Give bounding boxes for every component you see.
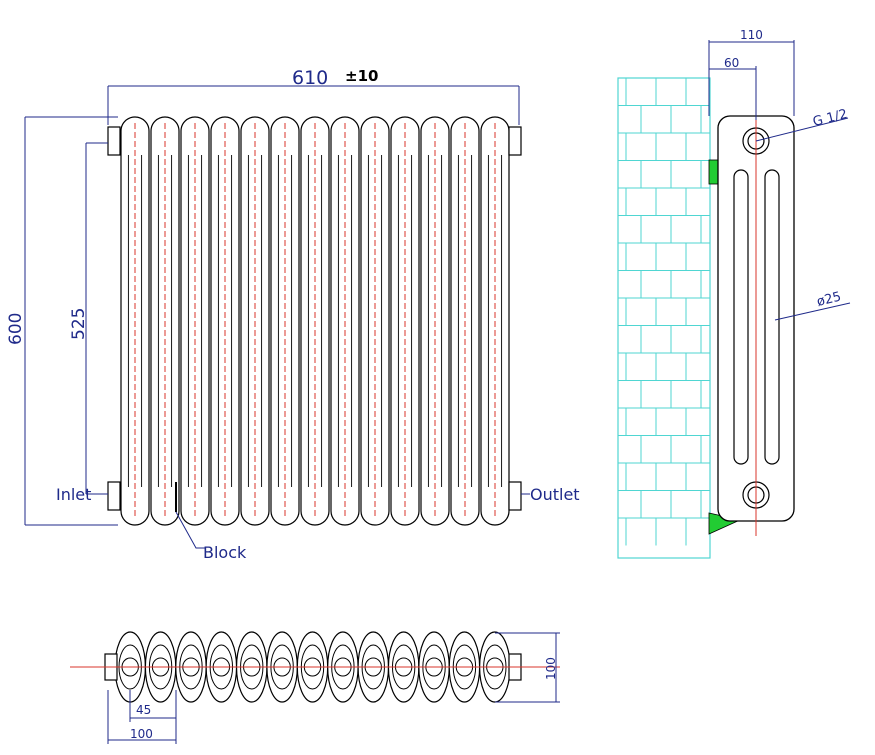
tube-diameter-label: ø25 (815, 289, 842, 309)
height-dimension-label: 600 (6, 313, 26, 345)
radiator-section (420, 116, 450, 526)
radiator-section (390, 116, 420, 526)
wall-outline (617, 77, 711, 559)
inlet-fitting (107, 481, 121, 511)
column-tube (733, 169, 749, 465)
inlet-label: Inlet (56, 485, 91, 504)
block-label: Block (203, 543, 247, 562)
thread-size-label: G 1/2 (811, 107, 849, 130)
plan-depth-label: 100 (544, 657, 558, 680)
front-elevation (107, 116, 522, 526)
outlet-top-plug (508, 126, 522, 156)
width-tolerance-label: ±10 (345, 67, 378, 85)
side-elevation (617, 77, 795, 559)
brick-wall (617, 77, 711, 559)
side-depth-label: 110 (740, 28, 763, 42)
outlet-fitting (508, 481, 522, 511)
plan-sections (114, 631, 511, 703)
outlet-label: Outlet (530, 485, 580, 504)
side-dimensions (708, 40, 851, 321)
front-dimensions (24, 85, 530, 549)
radiator-section (330, 116, 360, 526)
plan-pitch-label: 45 (136, 703, 151, 717)
radiator-section (360, 116, 390, 526)
center-distance-label: 525 (69, 308, 89, 340)
radiator-section (180, 116, 210, 526)
radiator-section (450, 116, 480, 526)
side-offset-label: 60 (724, 56, 739, 70)
radiator-section (300, 116, 330, 526)
plan-view (70, 631, 560, 703)
radiator-section (120, 116, 150, 526)
width-dimension-label: 610 (292, 67, 328, 89)
radiator-section (150, 116, 180, 526)
inlet-top-plug (107, 126, 121, 156)
radiator-section (240, 116, 270, 526)
radiator-section (270, 116, 300, 526)
column-tube (764, 169, 780, 465)
radiator-sections (120, 116, 510, 526)
plan-spacing-label: 100 (130, 727, 153, 741)
radiator-section (210, 116, 240, 526)
plan-dimensions (107, 632, 560, 744)
radiator-section (480, 116, 510, 526)
